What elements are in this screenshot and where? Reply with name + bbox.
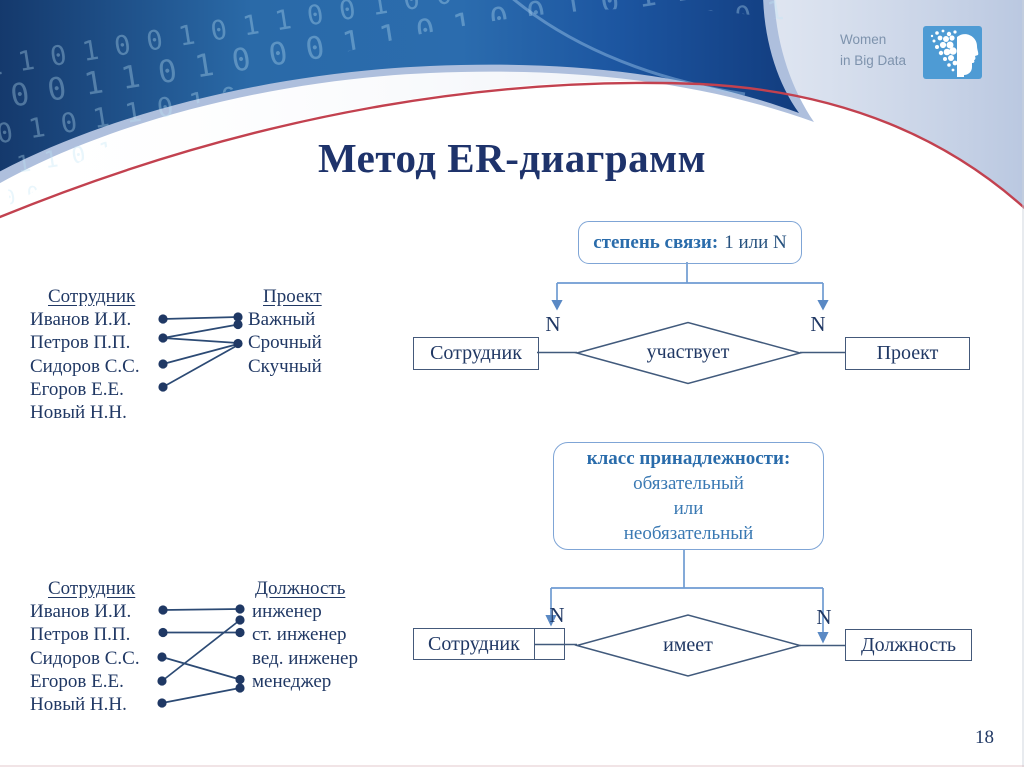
mapping1-left-item: Сидоров С.С. — [30, 355, 140, 377]
class-note-bold: класс принадлежности: — [586, 448, 791, 469]
mapping2-right-header: Должность — [255, 578, 346, 599]
er2-cardinality-left: N — [549, 603, 565, 627]
mapping1-left-header: Сотрудник — [48, 286, 136, 307]
mapping2-right-item: вед. инженер — [252, 647, 358, 669]
mapping2-left-header: Сотрудник — [48, 578, 136, 599]
slide-bottom-edge — [0, 765, 1024, 767]
er2-cardinality-right: N — [816, 605, 832, 629]
er1-cardinality-right: N — [810, 312, 826, 336]
mapping2-left-item: Петров П.П. — [30, 624, 131, 646]
mapping1-left-item: Иванов И.И. — [30, 309, 132, 331]
degree-note-box: степень связи: 1 или N — [578, 221, 802, 264]
page-number: 18 — [975, 727, 994, 748]
er2-entity-left-label: Сотрудник — [428, 632, 520, 655]
mapping1-left-item: Егоров Е.Е. — [30, 378, 124, 400]
mapping1-left-item: Петров П.П. — [30, 332, 131, 354]
mapping1-right-column: Проект Важный Срочный Скучный — [248, 285, 322, 378]
mapping2-left-item: Сидоров С.С. — [30, 647, 140, 669]
wibd-logo-line1: Women — [840, 32, 887, 47]
mapping2-left-item: Иванов И.И. — [30, 601, 132, 623]
er1-entity-right-label: Проект — [876, 342, 939, 364]
wibd-logo-line2: in Big Data — [840, 53, 907, 68]
mapping2-right-column: Должность инженер ст. инженер вед. инжен… — [252, 577, 358, 693]
er1-entity-left-label: Сотрудник — [430, 342, 522, 364]
mapping2-left-column: Сотрудник Иванов И.И. Петров П.П. Сидоро… — [30, 577, 140, 716]
class-note-box: класс принадлежности: обязательный или н… — [553, 442, 824, 550]
mapping2-right-item: менеджер — [252, 670, 332, 692]
er2-entity-left-box: Сотрудник — [413, 628, 565, 660]
mapping1-right-item: Важный — [248, 309, 316, 331]
er2-relation-label: имеет — [663, 634, 713, 656]
er2-entity-right-label: Должность — [860, 633, 957, 656]
header-inner-seam — [512, 0, 746, 96]
class-note-line3: или — [673, 498, 704, 519]
mapping2-left-item: Новый Н.Н. — [30, 694, 127, 716]
er1-relation-label: участвует — [646, 341, 730, 363]
er1-entity-right-box: Проект — [845, 337, 970, 370]
degree-note-bold: степень связи: — [593, 231, 719, 253]
degree-note-rest: 1 или N — [724, 231, 787, 253]
mapping1-right-header: Проект — [263, 286, 322, 307]
mapping2-left-item: Егоров Е.Е. — [30, 670, 124, 692]
er2-entity-compartment-divider — [534, 629, 535, 659]
wibd-logo-text: Women in Big Data — [840, 29, 906, 71]
mapping1-right-item: Скучный — [248, 355, 322, 377]
header-navy-swoosh — [0, 0, 799, 172]
class-note-line2: обязательный — [633, 473, 744, 494]
er1-cardinality-left: N — [545, 312, 561, 336]
mapping2-right-item: инженер — [252, 601, 322, 623]
red-curve — [0, 81, 1024, 219]
mapping2-right-item: ст. инженер — [252, 624, 347, 646]
slide-right-edge — [1022, 0, 1024, 767]
er1-entity-left-box: Сотрудник — [413, 337, 539, 370]
page-title: Метод ER-диаграмм — [317, 135, 706, 181]
mapping1-left-item: Новый Н.Н. — [30, 402, 127, 424]
mapping1-left-column: Сотрудник Иванов И.И. Петров П.П. Сидоро… — [30, 285, 140, 424]
class-note-line4: необязательный — [623, 523, 754, 544]
wibd-logo-icon — [923, 26, 982, 79]
mapping1-right-item: Срочный — [248, 332, 322, 354]
er2-entity-right-box: Должность — [845, 629, 972, 661]
